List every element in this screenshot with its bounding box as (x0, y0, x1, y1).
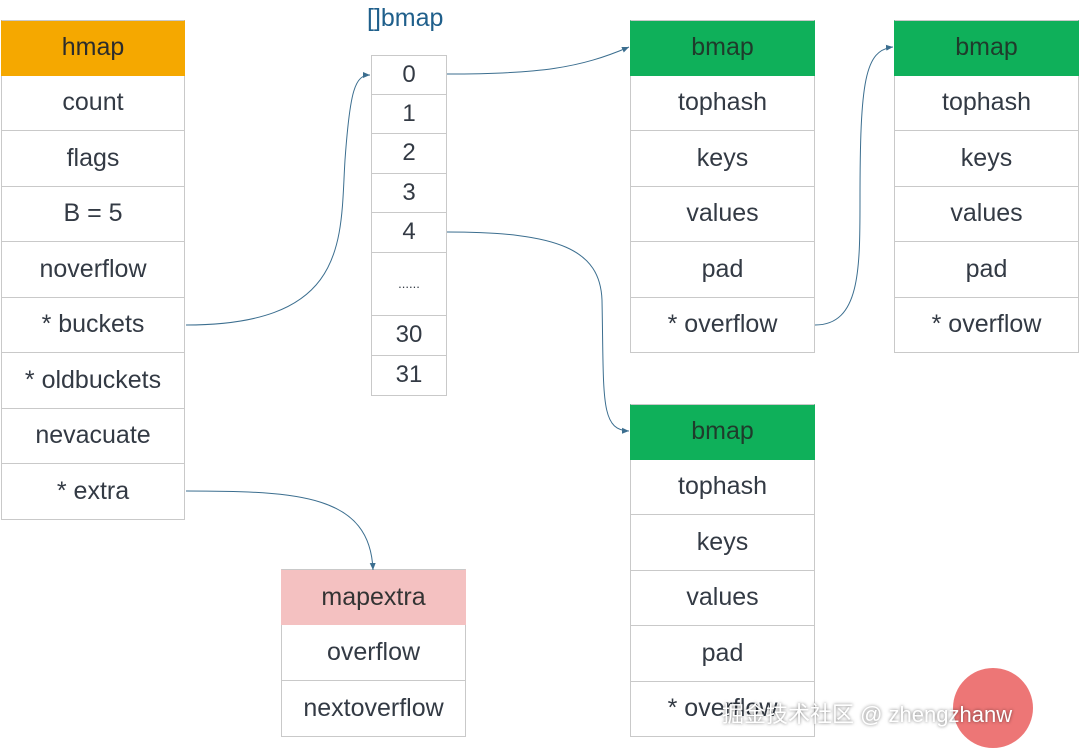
hmap-field-b: B = 5 (1, 186, 185, 242)
buckets-pointer-arrow (185, 72, 371, 326)
bmap-a-field-tophash: tophash (630, 75, 815, 131)
overflow-pointer-arrow (814, 44, 894, 326)
bmap-struct-b: bmap tophash keys values pad * overflow (894, 20, 1079, 353)
bucket-cell-30: 30 (371, 315, 447, 356)
bucket-array-label: []bmap (367, 4, 444, 32)
extra-pointer-arrow (185, 490, 376, 571)
bmap-b-header: bmap (894, 20, 1079, 76)
bucket-cell-31: 31 (371, 355, 447, 396)
watermark-badge (953, 668, 1033, 748)
bucket-cell-0: 0 (371, 55, 447, 95)
bmap-c-header: bmap (630, 404, 815, 460)
bmap-a-header: bmap (630, 20, 815, 76)
bmap-b-field-overflow: * overflow (894, 297, 1079, 353)
mapextra-header: mapextra (281, 569, 466, 625)
hmap-struct: hmap count flags B = 5 noverflow * bucke… (1, 20, 185, 520)
bmap-c-field-values: values (630, 570, 815, 626)
bmap-a-field-values: values (630, 186, 815, 242)
hmap-field-count: count (1, 75, 185, 131)
bucket-array: 0 1 2 3 4 ...... 30 31 (371, 55, 447, 396)
mapextra-field-overflow: overflow (281, 625, 466, 681)
bmap-struct-a: bmap tophash keys values pad * overflow (630, 20, 815, 353)
bmap-b-field-keys: keys (894, 131, 1079, 187)
bucket-cell-4: 4 (371, 213, 447, 253)
mapextra-field-nextoverflow: nextoverflow (281, 681, 466, 737)
hmap-field-noverflow: noverflow (1, 242, 185, 298)
bmap-c-field-overflow: * overflow (630, 681, 815, 737)
bmap-b-field-pad: pad (894, 242, 1079, 298)
bucket0-to-bmap-arrow (446, 46, 630, 75)
bucket-cell-3: 3 (371, 173, 447, 213)
hmap-field-extra: * extra (1, 464, 185, 520)
hmap-field-nevacuate: nevacuate (1, 408, 185, 464)
hmap-field-buckets: * buckets (1, 297, 185, 353)
bucket-cell-2: 2 (371, 134, 447, 174)
hmap-header: hmap (1, 20, 185, 76)
mapextra-struct: mapextra overflow nextoverflow (281, 569, 466, 737)
bmap-struct-c: bmap tophash keys values pad * overflow (630, 404, 815, 737)
bucket-cell-1: 1 (371, 94, 447, 134)
watermark-text: 掘金技术社区 @ zhengzhanw (722, 702, 1013, 727)
bmap-a-field-pad: pad (630, 242, 815, 298)
bucket-cell-ellipsis: ...... (371, 252, 447, 316)
hmap-field-oldbuckets: * oldbuckets (1, 353, 185, 409)
hmap-field-flags: flags (1, 131, 185, 187)
bmap-b-field-values: values (894, 186, 1079, 242)
bmap-c-field-keys: keys (630, 515, 815, 571)
bmap-a-field-keys: keys (630, 131, 815, 187)
bmap-c-field-tophash: tophash (630, 459, 815, 515)
bmap-c-field-pad: pad (630, 626, 815, 682)
bmap-a-field-overflow: * overflow (630, 297, 815, 353)
bucket4-to-bmap-arrow (446, 231, 630, 434)
bmap-b-field-tophash: tophash (894, 75, 1079, 131)
